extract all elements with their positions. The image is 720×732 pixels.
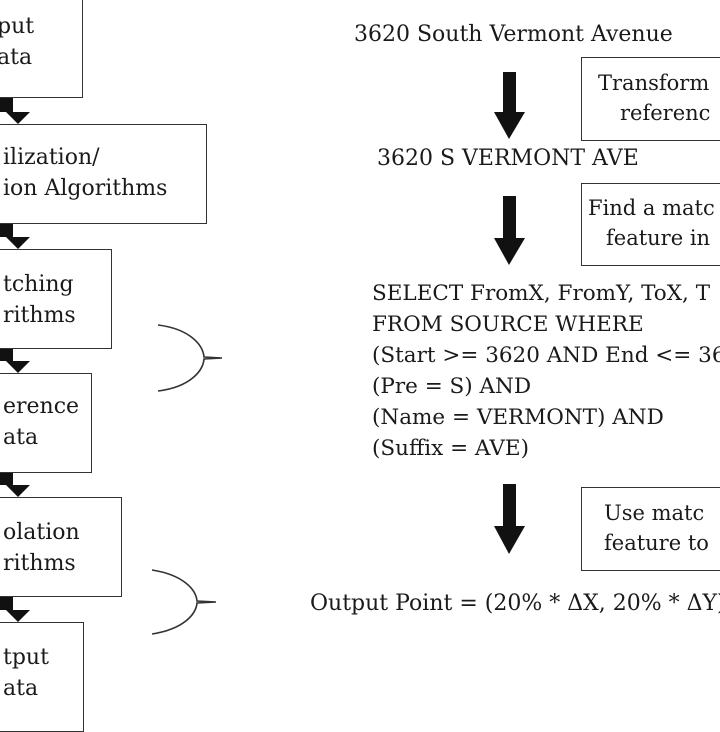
find-match-note-box: Find a matc feature in: [581, 183, 720, 266]
sql-line-3: (Start >= 3620 AND End <= 362: [372, 343, 720, 368]
use-match-note-line-2: feature to: [604, 531, 709, 555]
output-data-label: tput ata: [3, 642, 49, 704]
transform-note-line-1: Transform: [598, 71, 710, 95]
output-data-line-1: tput: [3, 645, 49, 670]
normalization-line-2: ion Algorithms: [3, 176, 168, 201]
interpolation-line-2: rithms: [3, 551, 76, 576]
input-data-line-1: put: [0, 14, 35, 39]
transform-note-line-2: referenc: [620, 101, 711, 125]
brace-interpolation: [151, 569, 217, 635]
connector-arrow-4: [0, 473, 30, 497]
use-match-note-line-1: Use matc: [604, 501, 705, 525]
reference-data-line-2: ata: [3, 425, 39, 450]
output-data-line-2: ata: [3, 676, 39, 701]
input-address-text: 3620 South Vermont Avenue: [354, 22, 673, 47]
connector-arrow-1: [0, 98, 30, 124]
matching-line-2: rithms: [3, 303, 76, 328]
sql-line-1: SELECT FromX, FromY, ToX, T: [372, 281, 711, 306]
normalization-label: ilization/ ion Algorithms: [3, 142, 167, 204]
sql-line-6: (Suffix = AVE): [372, 436, 529, 461]
input-data-line-2: ata: [0, 45, 33, 70]
down-arrow-2: [494, 196, 525, 265]
connector-arrow-3: [0, 349, 30, 373]
down-arrow-3: [494, 484, 525, 554]
brace-matching: [157, 324, 223, 392]
down-arrow-1: [494, 72, 525, 139]
transform-note-label: Transform referenc: [598, 68, 710, 128]
use-match-note-label: Use matc feature to: [604, 498, 709, 558]
interpolation-line-1: olation: [3, 520, 80, 545]
normalized-address-text: 3620 S VERMONT AVE: [377, 146, 639, 171]
connector-arrow-5: [0, 597, 30, 622]
output-point-text: Output Point = (20% * ΔX, 20% * ΔY): [310, 591, 720, 616]
sql-query: SELECT FromX, FromY, ToX, T FROM SOURCE …: [372, 278, 720, 464]
sql-line-2: FROM SOURCE WHERE: [372, 312, 644, 337]
sql-line-4: (Pre = S) AND: [372, 374, 532, 399]
matching-label: tching rithms: [3, 269, 76, 331]
sql-line-5: (Name = VERMONT) AND: [372, 405, 664, 430]
matching-line-1: tching: [3, 272, 74, 297]
normalization-box: ilization/ ion Algorithms: [0, 124, 207, 224]
input-data-label: put ata: [0, 11, 34, 73]
find-match-note-label: Find a matc feature in: [588, 193, 715, 253]
reference-data-line-1: erence: [3, 394, 80, 419]
reference-data-box: erence ata: [0, 373, 92, 473]
interpolation-box: olation rithms: [0, 497, 122, 597]
matching-box: tching rithms: [0, 249, 112, 349]
connector-arrow-2: [0, 224, 30, 249]
interpolation-label: olation rithms: [3, 517, 80, 579]
use-match-note-box: Use matc feature to: [581, 487, 720, 571]
find-match-note-line-1: Find a matc: [588, 196, 715, 220]
find-match-note-line-2: feature in: [606, 226, 711, 250]
reference-data-label: erence ata: [3, 391, 79, 453]
normalization-line-1: ilization/: [3, 145, 100, 170]
input-data-box: put ata: [0, 0, 83, 98]
transform-note-box: Transform referenc: [581, 57, 720, 141]
output-data-box: tput ata: [0, 622, 84, 732]
